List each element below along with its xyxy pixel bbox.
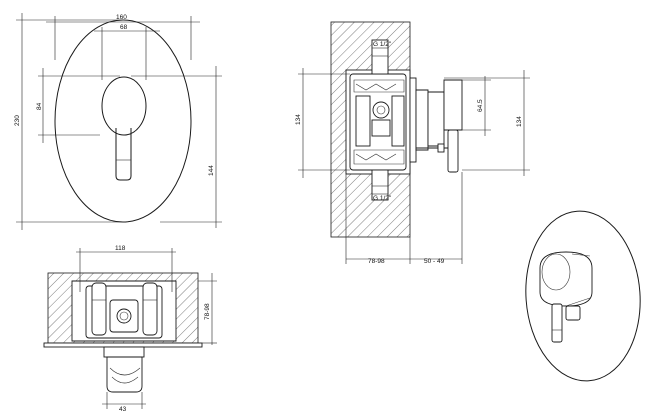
perspective-knob <box>539 251 593 307</box>
dim-lever-to-bottom: 144 <box>208 165 215 176</box>
perspective-lever <box>551 303 563 343</box>
lever-knob <box>101 76 147 136</box>
dim-total-height: 134 <box>295 114 302 125</box>
dim-outlet: 43 <box>119 406 127 413</box>
cover-plate <box>54 19 192 223</box>
dim-wall-depth: 78-98 <box>368 258 385 265</box>
dim-lever-width: 68 <box>120 24 128 31</box>
dim-width: 160 <box>116 14 127 21</box>
dim-plate-height: 134 <box>516 116 523 127</box>
dim-height: 230 <box>14 115 21 126</box>
perspective-cover-plate <box>525 210 641 382</box>
dim-lever-diameter: 64.5 <box>477 99 484 112</box>
perspective-view <box>525 210 641 382</box>
dim-depth: 78-98 <box>204 303 211 320</box>
thread-bottom-label: G 1/2" <box>373 195 392 202</box>
thread-top-label: G 1/2" <box>373 41 392 48</box>
dim-projection: 50 - 49 <box>424 258 445 265</box>
side-view: 134 134 64.5 78-98 50 - 49 G 1/2" G 1/2" <box>295 21 530 265</box>
front-view: 160 68 84 230 144 <box>14 13 222 230</box>
dim-lever-height: 84 <box>36 102 43 110</box>
bottom-view: 118 78-98 43 <box>43 245 217 413</box>
lever-handle <box>115 128 132 181</box>
dim-body-width: 118 <box>115 245 126 252</box>
